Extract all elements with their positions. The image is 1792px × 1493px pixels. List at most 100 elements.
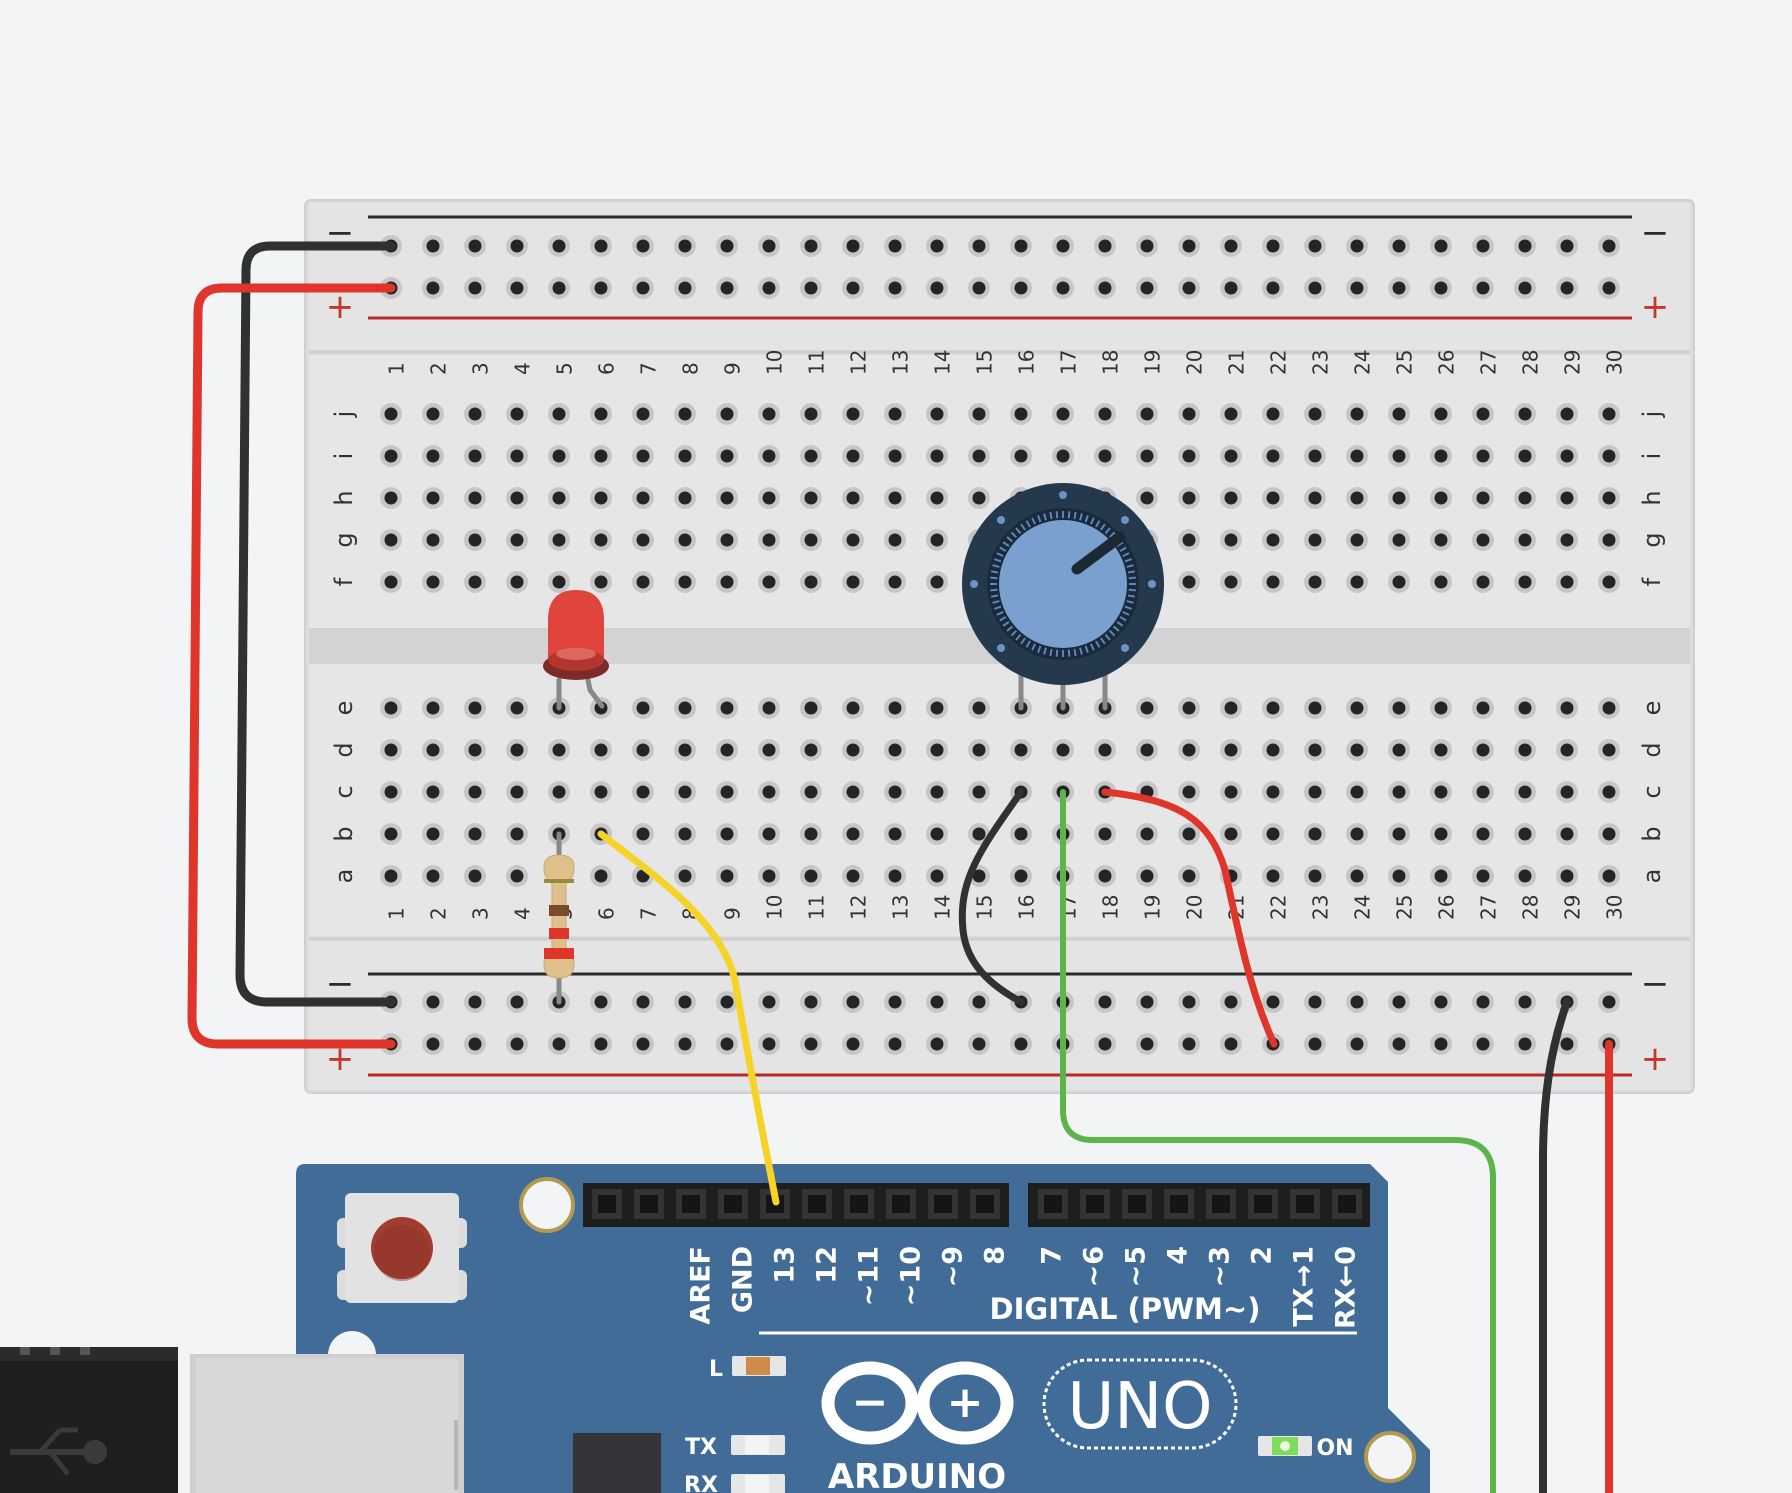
breadboard-hole[interactable] [1220,991,1242,1013]
breadboard-hole[interactable] [1178,739,1200,761]
breadboard-hole[interactable] [1304,823,1326,845]
breadboard-hole[interactable] [1178,487,1200,509]
breadboard-hole[interactable] [632,235,654,257]
breadboard-hole[interactable] [1094,823,1116,845]
breadboard-hole[interactable] [968,697,990,719]
breadboard-hole[interactable] [1262,781,1284,803]
breadboard-hole[interactable] [926,277,948,299]
breadboard-hole[interactable] [1388,781,1410,803]
breadboard-hole[interactable] [1598,277,1620,299]
breadboard-hole[interactable] [506,823,528,845]
breadboard-hole[interactable] [464,991,486,1013]
digital-headers[interactable] [583,1183,1370,1227]
breadboard-hole[interactable] [380,781,402,803]
breadboard-hole[interactable] [1094,991,1116,1013]
breadboard-hole[interactable] [506,403,528,425]
breadboard-hole[interactable] [1262,445,1284,467]
breadboard-hole[interactable] [422,277,444,299]
breadboard-hole[interactable] [590,991,612,1013]
breadboard-hole[interactable] [800,235,822,257]
breadboard-hole[interactable] [842,781,864,803]
breadboard-hole[interactable] [716,403,738,425]
breadboard-hole[interactable] [1178,1033,1200,1055]
breadboard-hole[interactable] [674,991,696,1013]
wire-black-rail-loop[interactable] [235,241,396,1007]
breadboard-hole[interactable] [422,445,444,467]
breadboard-hole[interactable] [1010,865,1032,887]
breadboard-hole[interactable] [1304,445,1326,467]
breadboard-hole[interactable] [968,277,990,299]
breadboard-hole[interactable] [380,529,402,551]
breadboard-hole[interactable] [506,739,528,761]
breadboard-hole[interactable] [926,487,948,509]
breadboard-hole[interactable] [380,739,402,761]
breadboard-hole[interactable] [590,445,612,467]
resistor[interactable] [543,831,575,1005]
breadboard-hole[interactable] [926,991,948,1013]
breadboard-hole[interactable] [464,445,486,467]
breadboard-hole[interactable] [716,823,738,845]
breadboard-hole[interactable] [1598,529,1620,551]
breadboard-hole[interactable] [1220,403,1242,425]
breadboard-hole[interactable] [1220,235,1242,257]
breadboard-hole[interactable] [464,823,486,845]
breadboard-hole[interactable] [464,277,486,299]
breadboard-hole[interactable] [548,571,570,593]
breadboard-hole[interactable] [884,781,906,803]
breadboard-hole[interactable] [842,823,864,845]
breadboard-hole[interactable] [1220,739,1242,761]
breadboard-hole[interactable] [380,697,402,719]
breadboard-hole[interactable] [1346,823,1368,845]
breadboard-hole[interactable] [1514,403,1536,425]
breadboard-hole[interactable] [1388,697,1410,719]
breadboard-hole[interactable] [842,991,864,1013]
breadboard-hole[interactable] [968,739,990,761]
breadboard-hole[interactable] [800,445,822,467]
breadboard-hole[interactable] [674,865,696,887]
breadboard-hole[interactable] [632,529,654,551]
breadboard-hole[interactable] [1430,487,1452,509]
breadboard-hole[interactable] [1430,823,1452,845]
breadboard-hole[interactable] [800,529,822,551]
breadboard-hole[interactable] [1556,445,1578,467]
breadboard-hole[interactable] [380,487,402,509]
breadboard-hole[interactable] [590,865,612,887]
breadboard-hole[interactable] [758,781,780,803]
breadboard-hole[interactable] [1598,823,1620,845]
breadboard-hole[interactable] [842,277,864,299]
breadboard-hole[interactable] [842,487,864,509]
breadboard-hole[interactable] [590,277,612,299]
breadboard-hole[interactable] [380,865,402,887]
breadboard-hole[interactable] [884,571,906,593]
breadboard-hole[interactable] [1598,445,1620,467]
breadboard-hole[interactable] [1346,781,1368,803]
breadboard-hole[interactable] [1346,991,1368,1013]
breadboard-hole[interactable] [590,781,612,803]
breadboard-hole[interactable] [1094,865,1116,887]
breadboard-hole[interactable] [422,571,444,593]
breadboard-hole[interactable] [758,529,780,551]
breadboard-hole[interactable] [1220,487,1242,509]
breadboard-hole[interactable] [422,823,444,845]
breadboard-hole[interactable] [926,1033,948,1055]
breadboard-hole[interactable] [926,865,948,887]
breadboard-hole[interactable] [1220,445,1242,467]
breadboard-hole[interactable] [968,781,990,803]
breadboard-hole[interactable] [1598,991,1620,1013]
breadboard-hole[interactable] [1220,1033,1242,1055]
breadboard-hole[interactable] [842,1033,864,1055]
breadboard-hole[interactable] [590,235,612,257]
breadboard-hole[interactable] [506,235,528,257]
breadboard-hole[interactable] [1430,781,1452,803]
breadboard-hole[interactable] [1136,697,1158,719]
breadboard-hole[interactable] [1556,823,1578,845]
breadboard-hole[interactable] [1262,991,1284,1013]
breadboard-hole[interactable] [884,1033,906,1055]
breadboard-hole[interactable] [1094,739,1116,761]
breadboard-hole[interactable] [1346,865,1368,887]
wire-black-pot-gnd[interactable] [958,788,1025,1006]
breadboard-hole[interactable] [674,823,696,845]
breadboard-hole[interactable] [632,571,654,593]
breadboard-hole[interactable] [926,445,948,467]
breadboard-hole[interactable] [632,781,654,803]
